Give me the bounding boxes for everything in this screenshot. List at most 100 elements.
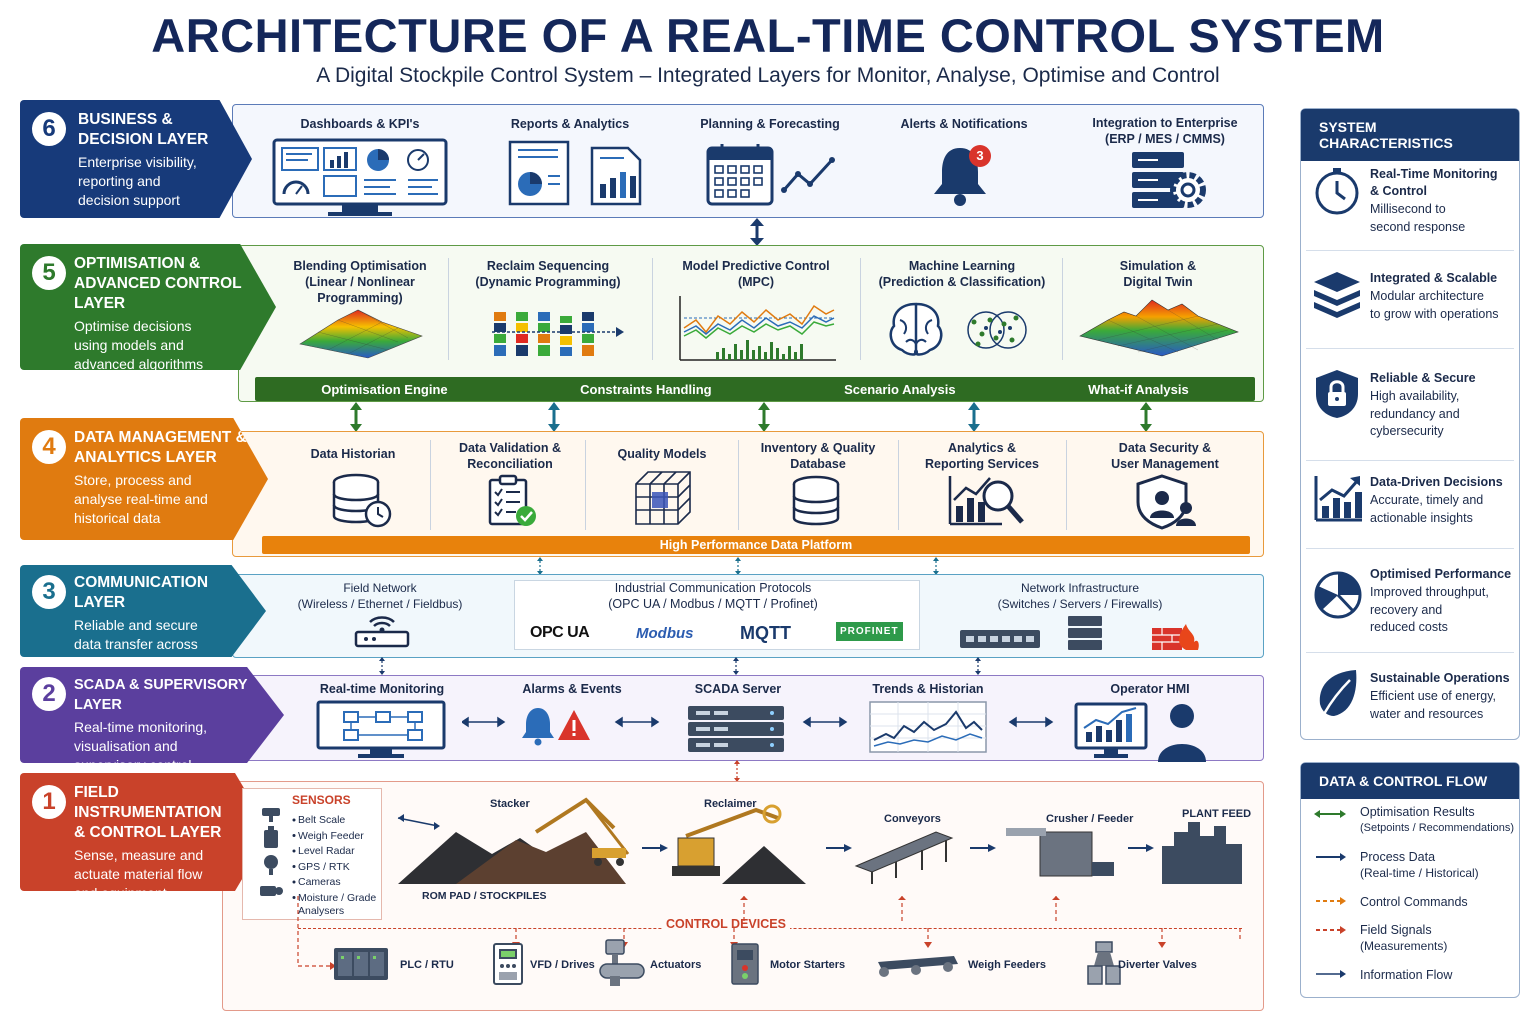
char-optimised: Optimised Performance Improved throughpu… xyxy=(1300,562,1517,660)
alarm-icon xyxy=(522,708,590,746)
layer-3-banner[interactable]: 3 COMMUNICATION LAYER Reliable and secur… xyxy=(20,565,266,657)
pie-icon xyxy=(1314,571,1362,619)
characteristics-title: SYSTEM CHARACTERISTICS xyxy=(1301,109,1519,161)
sensor-item: GPS / RTK xyxy=(298,860,350,873)
device-vfd-drives[interactable]: VFD / Drives xyxy=(530,959,595,971)
realtime-monitoring[interactable]: Real-time Monitoring xyxy=(319,682,445,696)
reports-icon xyxy=(508,140,642,206)
quality-models[interactable]: Quality Models xyxy=(617,447,707,461)
layer-6-banner[interactable]: 6 BUSINESS &DECISION LAYER Enterprise vi… xyxy=(20,100,252,218)
divider xyxy=(1306,548,1514,549)
layer-1-banner[interactable]: 1 FIELD INSTRUMENTATION& CONTROL LAYER S… xyxy=(20,773,270,891)
monitor-flow-icon xyxy=(316,700,446,758)
data-platform-strip[interactable]: High Performance Data Platform xyxy=(262,536,1250,554)
device-weigh-feeders[interactable]: Weigh Feeders xyxy=(968,959,1047,971)
optimisation-strip: Optimisation Engine Constraints Handling… xyxy=(255,377,1255,401)
sensor-item: Moisture / Grade xyxy=(298,891,377,904)
link-3-2-arrows xyxy=(379,657,981,675)
blending-optimisation[interactable]: Blending Optimisation(Linear / Nonlinear… xyxy=(293,259,427,305)
layer-4-desc: Store, process and analyse real-time and… xyxy=(74,472,208,526)
vfd-icon xyxy=(493,943,523,985)
planning-forecasting[interactable]: Planning & Forecasting xyxy=(700,117,840,131)
server-rack-icon xyxy=(688,706,784,752)
layer-4-number: 4 xyxy=(32,430,66,464)
data-historian[interactable]: Data Historian xyxy=(310,447,396,461)
operator-icon xyxy=(1074,702,1206,762)
plc-icon xyxy=(334,948,388,980)
layer-4-banner[interactable]: 4 DATA MANAGEMENT &ANALYTICS LAYER Store… xyxy=(20,418,268,540)
surface-plot-icon xyxy=(299,309,423,359)
analytics-reporting[interactable]: Analytics &Reporting Services xyxy=(925,441,1039,471)
conveyors-label[interactable]: Conveyors xyxy=(884,813,941,825)
char-title: Reliable & Secure xyxy=(1370,371,1476,385)
sensor-item: Cameras xyxy=(298,876,341,888)
crusher-feeder-label[interactable]: Crusher / Feeder xyxy=(1046,813,1134,825)
scenario-analysis[interactable]: Scenario Analysis xyxy=(844,381,956,397)
divider xyxy=(898,440,899,530)
dashboard-icon xyxy=(272,138,448,216)
sensor-icons xyxy=(260,808,283,896)
layer-3-desc: Reliable and secure data transfer across… xyxy=(74,617,198,671)
device-actuators[interactable]: Actuators xyxy=(650,959,702,971)
control-devices-title: CONTROL DEVICES xyxy=(662,917,790,931)
alarms-events[interactable]: Alarms & Events xyxy=(522,682,622,696)
field-process-graphic xyxy=(397,797,1242,884)
simulation-digital-twin[interactable]: Simulation &Digital Twin xyxy=(1119,259,1197,289)
plant-feed-label[interactable]: PLANT FEED xyxy=(1182,808,1252,820)
device-plc-rtu[interactable]: PLC / RTU xyxy=(400,959,454,971)
layer-6-title: BUSINESS &DECISION LAYER xyxy=(78,111,209,148)
trends-historian[interactable]: Trends & Historian xyxy=(872,682,984,696)
reclaimer-label[interactable]: Reclaimer xyxy=(704,798,757,810)
flow-process-data: Process Data(Real-time / Historical) xyxy=(1360,850,1479,880)
data-validation[interactable]: Data Validation &Reconciliation xyxy=(458,441,562,471)
flow-optimisation-results: Optimisation Results(Setpoints / Recomme… xyxy=(1360,805,1515,834)
layer-1-desc: Sense, measure and actuate material flow… xyxy=(74,847,204,901)
device-motor-starters[interactable]: Motor Starters xyxy=(770,959,846,971)
divider xyxy=(1066,440,1067,530)
machine-learning[interactable]: Machine Learning(Prediction & Classifica… xyxy=(878,259,1046,289)
dashboards-kpi[interactable]: Dashboards & KPI's xyxy=(300,117,420,131)
database-clock-icon xyxy=(332,473,392,528)
flow-legend-lines xyxy=(1314,810,1346,978)
scada-server[interactable]: SCADA Server xyxy=(694,682,782,696)
layer-2-banner[interactable]: 2 SCADA & SUPERVISORY LAYER Real-time mo… xyxy=(20,667,284,763)
sensor-item: Analysers xyxy=(298,905,345,917)
layer-5-number: 5 xyxy=(32,256,66,290)
bell-icon xyxy=(934,145,991,206)
industrial-protocols[interactable]: Industrial Communication Protocols(OPC U… xyxy=(608,581,818,611)
link-4-3-arrows xyxy=(537,557,939,575)
char-title: Integrated & Scalable xyxy=(1370,271,1498,285)
reclaim-sequencing[interactable]: Reclaim Sequencing(Dynamic Programming) xyxy=(475,259,621,289)
constraints-handling[interactable]: Constraints Handling xyxy=(580,381,712,397)
device-diverter-valves[interactable]: Diverter Valves xyxy=(1118,959,1197,971)
field-network[interactable]: Field Network(Wireless / Ethernet / Fiel… xyxy=(297,581,463,611)
char-title: Sustainable Operations xyxy=(1370,671,1510,685)
network-infrastructure[interactable]: Network Infrastructure(Switches / Server… xyxy=(997,581,1163,611)
divider xyxy=(652,258,653,360)
char-title: Data-Driven Decisions xyxy=(1370,475,1503,489)
alerts-notifications[interactable]: Alerts & Notifications xyxy=(900,117,1028,131)
scada-links xyxy=(462,716,1054,728)
modbus-logo: Modbus xyxy=(636,625,694,642)
mpc-chart-icon xyxy=(679,296,836,361)
divider xyxy=(1306,460,1514,461)
char-sustainable: Sustainable Operations Efficient use of … xyxy=(1300,666,1517,736)
operator-hmi[interactable]: Operator HMI xyxy=(1110,682,1190,696)
reports-analytics[interactable]: Reports & Analytics xyxy=(510,117,630,131)
model-predictive-control[interactable]: Model Predictive Control(MPC) xyxy=(682,259,830,289)
optimisation-engine[interactable]: Optimisation Engine xyxy=(321,381,448,397)
alert-badge-count: 3 xyxy=(976,148,984,163)
layer-5-banner[interactable]: 5 OPTIMISATION &ADVANCED CONTROL LAYER O… xyxy=(20,244,276,370)
data-security[interactable]: Data Security &User Management xyxy=(1111,441,1219,471)
what-if-analysis[interactable]: What-if Analysis xyxy=(1088,381,1189,397)
stacker-label[interactable]: Stacker xyxy=(490,798,530,810)
layer-1-title: FIELD INSTRUMENTATION& CONTROL LAYER xyxy=(74,784,222,841)
sensors-title: SENSORS xyxy=(292,793,351,807)
layer-6-number: 6 xyxy=(32,112,66,146)
enterprise-integration[interactable]: Integration to Enterprise(ERP / MES / CM… xyxy=(1092,116,1238,146)
